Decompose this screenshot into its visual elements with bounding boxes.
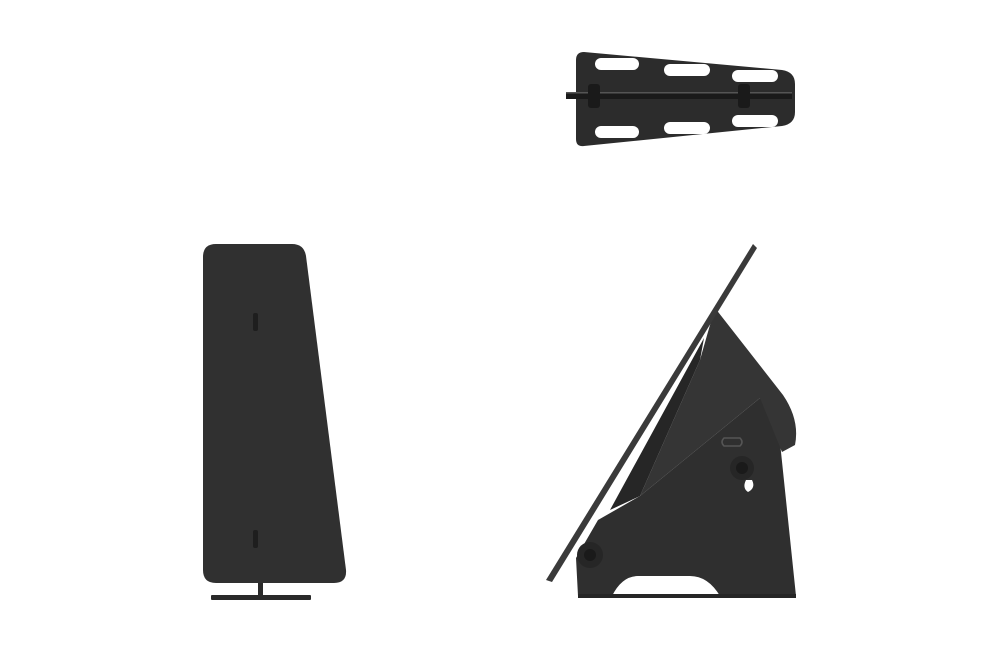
plate-center-rail: [566, 92, 792, 99]
panel-slot-bottom: [253, 530, 258, 548]
stand-support-wedge: [640, 308, 797, 496]
stand-adjust-slot-bottom: [744, 480, 754, 492]
top-view-plate: [566, 52, 795, 147]
stand-tablet-plate: [546, 244, 757, 582]
panel-stem: [258, 583, 263, 596]
plate-slot: [732, 115, 778, 127]
plate-slot: [664, 64, 710, 76]
stand-knob-inner: [736, 462, 748, 474]
front-view-panel: [203, 244, 347, 600]
plate-knob-right: [738, 84, 750, 108]
stand-rear-arm: [610, 338, 704, 510]
plate-slot: [664, 122, 710, 134]
stand-adjust-slot-top: [721, 437, 743, 447]
panel-slot-top: [253, 313, 258, 331]
stand-base: [576, 398, 796, 596]
stand-bottom-rail: [578, 594, 796, 598]
panel-foot: [211, 595, 311, 600]
panel-body: [203, 244, 347, 583]
plate-knob-left: [588, 84, 600, 108]
plate-slot: [595, 126, 639, 138]
side-view-stand: [546, 244, 797, 598]
stand-hinge-inner: [584, 549, 596, 561]
plate-slot: [595, 58, 639, 70]
plate-rail-highlight: [566, 92, 792, 94]
plate-slot: [732, 70, 778, 82]
